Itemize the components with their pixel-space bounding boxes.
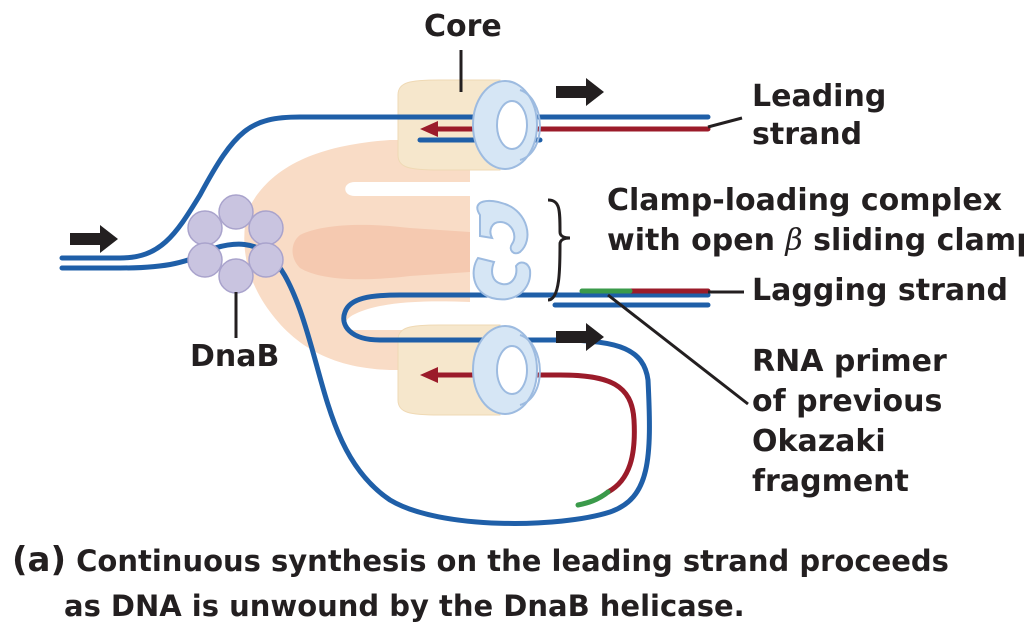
core-label: Core	[424, 9, 502, 44]
okazaki-rna-primer	[575, 489, 611, 508]
strand-arrowheads	[420, 121, 438, 383]
dnab-helicase	[187, 194, 284, 294]
clamp-label-pre: with open	[607, 223, 786, 258]
clamp-bottom	[472, 325, 541, 415]
caption-line-2: as DNA is unwound by the DnaB helicase.	[64, 589, 745, 623]
caption-letter: (a)	[12, 540, 67, 580]
fork-arrow	[70, 225, 118, 253]
direction-arrows	[70, 78, 604, 351]
core-bottom	[397, 324, 501, 416]
parental-strand-top	[59, 114, 711, 261]
beta-symbol: β	[785, 223, 803, 258]
clamp-top	[472, 80, 541, 170]
clamp-label-post: sliding clamp	[802, 223, 1024, 258]
open-sliding-clamp	[472, 199, 532, 301]
leading-strand-label-2: strand	[752, 117, 863, 152]
leading-arrowhead	[420, 121, 438, 137]
lagging-template-loop	[212, 241, 652, 526]
clamp-loading-label-2: with open β sliding clamp	[607, 224, 1024, 258]
rna-primer-label-4: fragment	[752, 464, 909, 499]
primer-leader	[607, 293, 749, 406]
leading-strand-label-1: Leading	[752, 79, 887, 114]
clamp-brace	[547, 198, 571, 302]
okazaki-arrowhead	[420, 367, 438, 383]
leading-arrow	[556, 78, 604, 106]
clamp-loading-label-1: Clamp-loading complex	[607, 183, 1003, 218]
caption-line-1: (a) Continuous synthesis on the leading …	[12, 540, 949, 581]
core-top	[397, 79, 501, 171]
leading-leader	[707, 116, 743, 129]
rna-primer-label-3: Okazaki	[752, 424, 886, 459]
dnab-label: DnaB	[190, 339, 280, 374]
lagging-arrow	[556, 323, 604, 351]
rna-primer-label-2: of previous	[752, 384, 943, 419]
okazaki-new-strand	[435, 372, 637, 495]
lagging-strand-label: Lagging strand	[752, 273, 1008, 308]
caption-text-1: Continuous synthesis on the leading stra…	[76, 544, 949, 578]
leader-lines	[234, 50, 749, 406]
lagging-template-return	[341, 292, 711, 343]
rna-primer-label-1: RNA primer	[752, 344, 947, 379]
clamp-loader-inner	[292, 224, 470, 280]
